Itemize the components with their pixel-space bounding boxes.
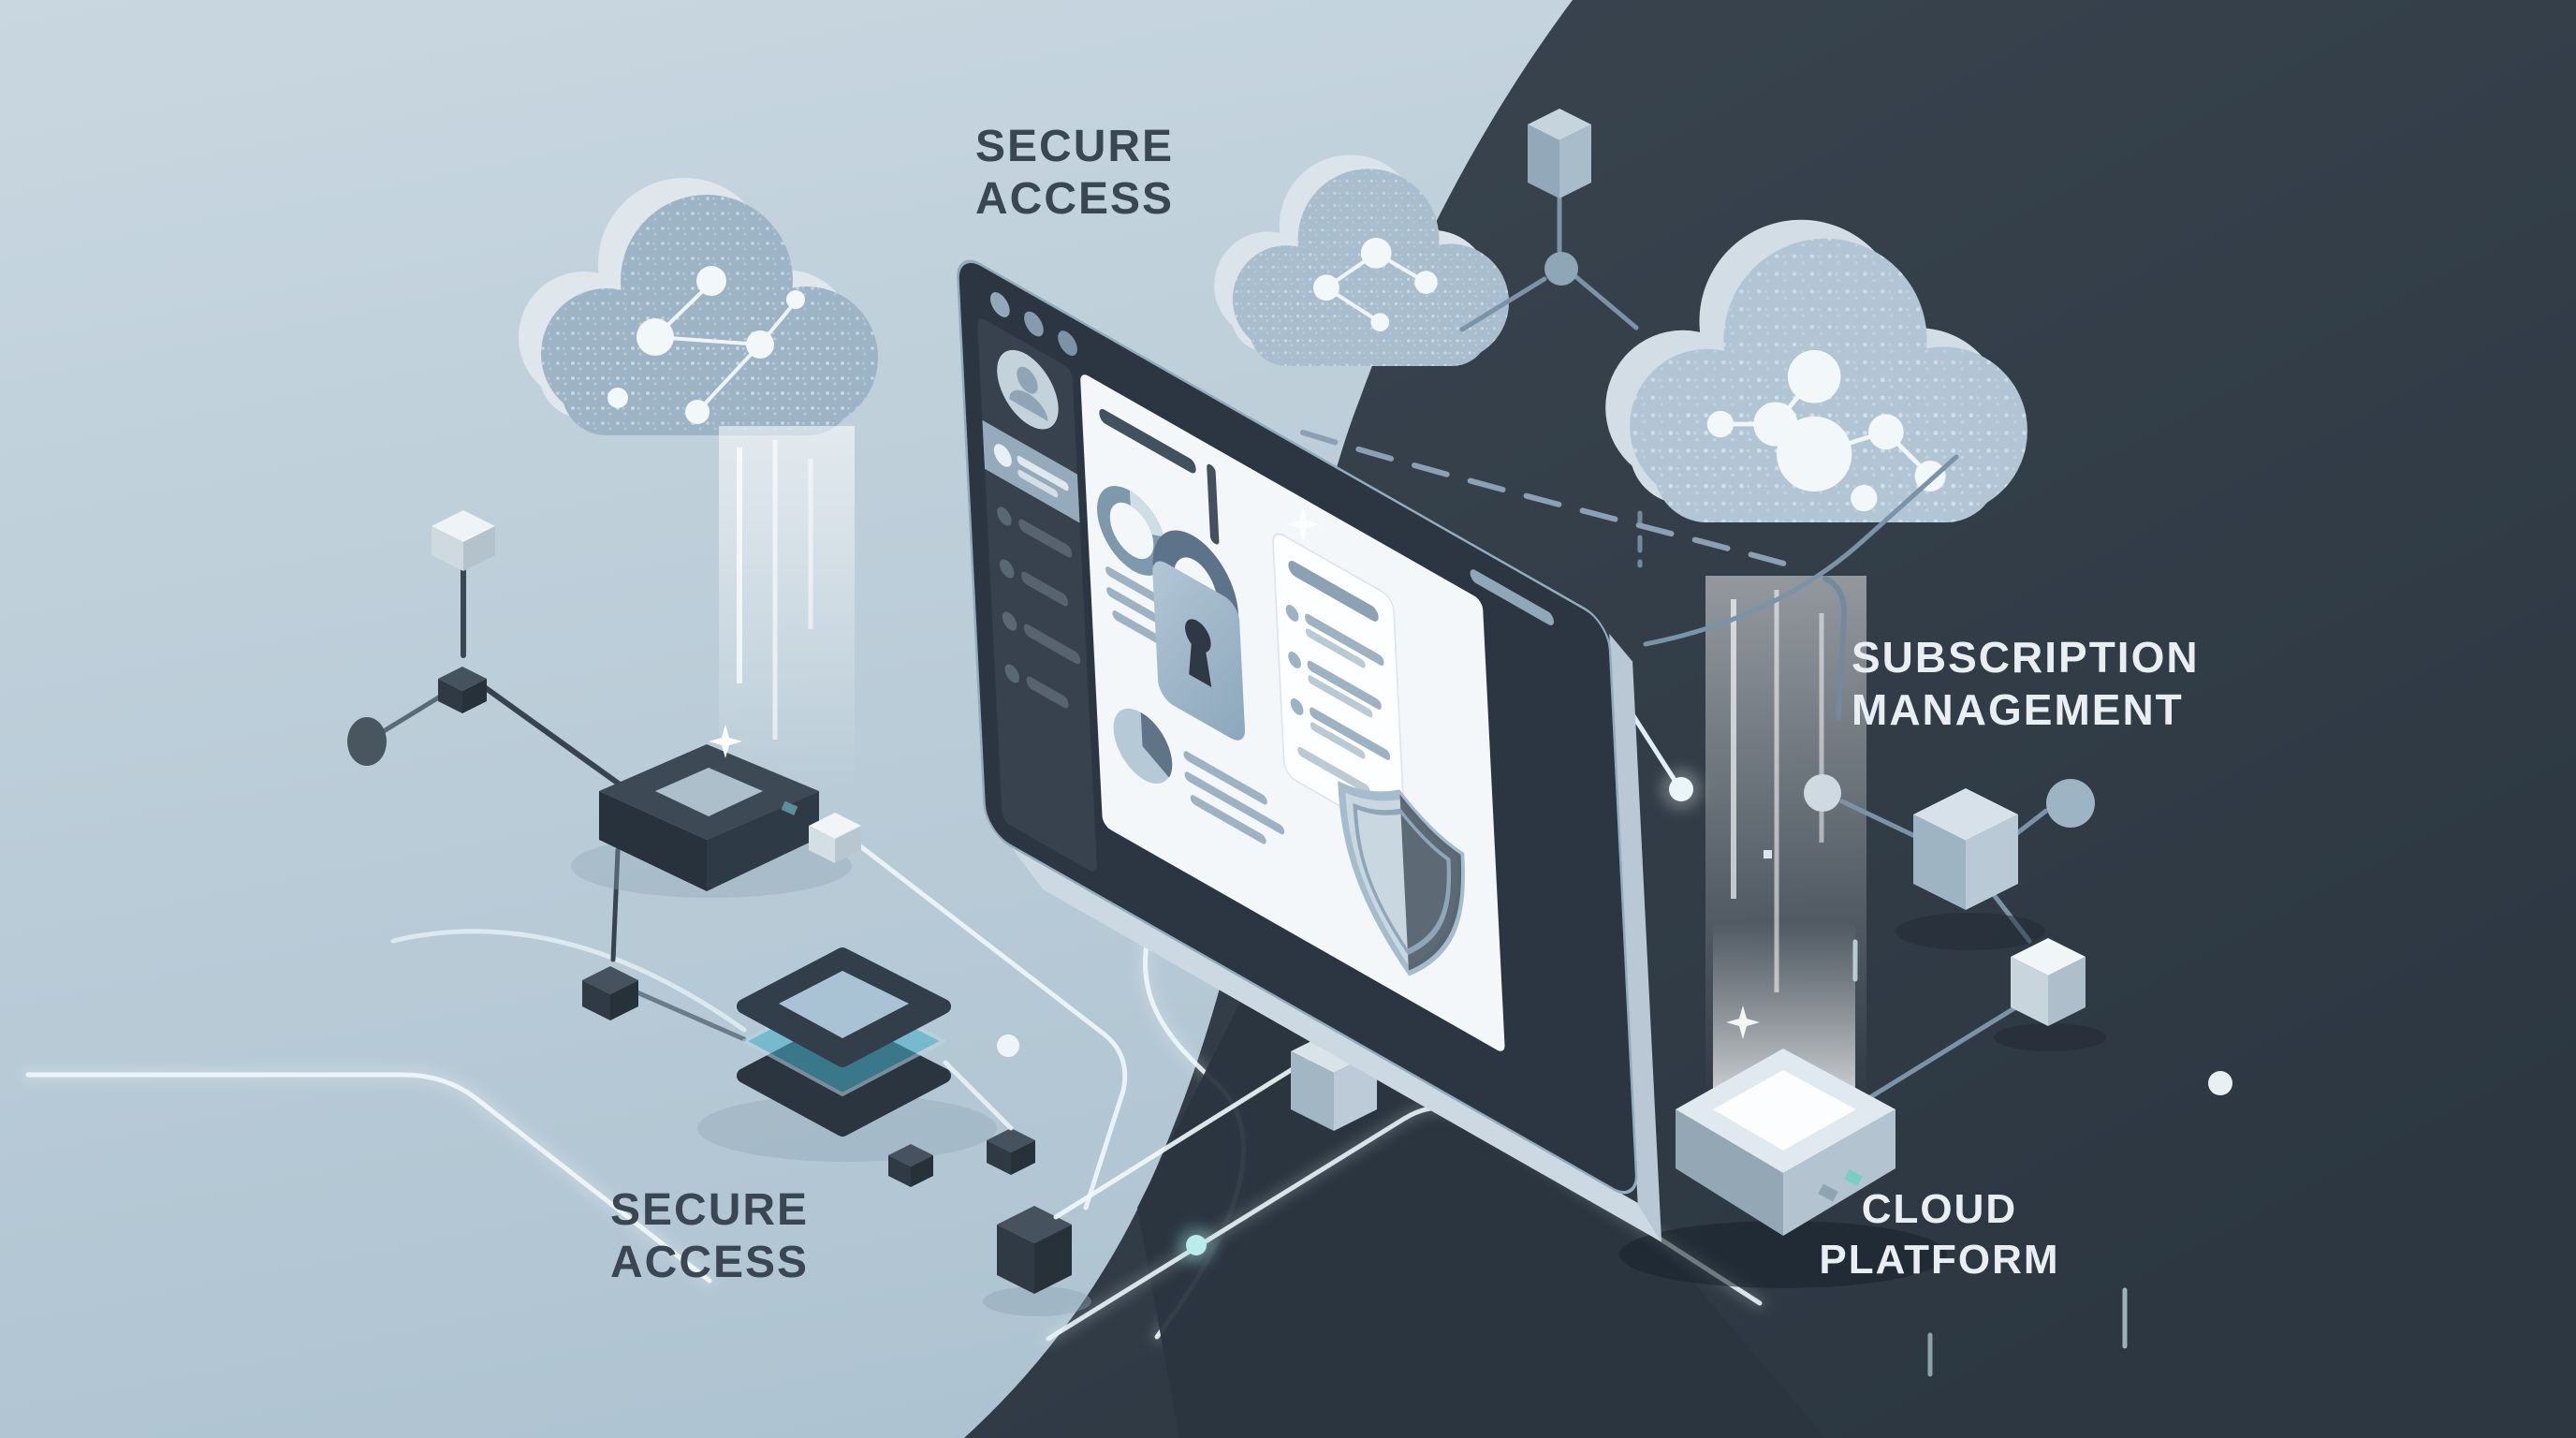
content-panel	[1080, 374, 1505, 1051]
monitor-side-edge	[1609, 633, 1662, 1242]
dashed-link-line	[1300, 430, 1787, 566]
cube-icon-dark-k	[888, 1144, 933, 1187]
browser-window	[957, 259, 1662, 1242]
label-line: SECURE	[975, 122, 1174, 171]
cloud-icon-left	[519, 178, 878, 435]
cube-icon-dark-e	[987, 1128, 1035, 1175]
circuit-lines-light-zone	[22, 833, 1250, 1343]
server-icon	[571, 744, 852, 898]
label-line: SECURE	[610, 1185, 809, 1235]
sparkle-icon	[709, 507, 1760, 1039]
layer-stack-icon	[697, 947, 997, 1162]
network-node-icon	[997, 1034, 1019, 1057]
cube-icon-dark-e2	[983, 1206, 1091, 1316]
shield-icon	[1338, 781, 1465, 976]
cube-icon-white-d	[809, 813, 861, 863]
network-node-icon	[2046, 779, 2095, 828]
label-line: SUBSCRIPTION	[1852, 633, 2200, 682]
cube-icon-light-g	[1895, 788, 2045, 950]
label-secure-access-bottom: SECURE ACCESS	[610, 1185, 809, 1287]
cube-icon-dark-c	[582, 966, 638, 1020]
label-line: ACCESS	[610, 1238, 809, 1287]
label-line: MANAGEMENT	[1852, 685, 2184, 734]
label-line: ACCESS	[975, 174, 1174, 224]
sidebar-active-item	[982, 419, 1080, 523]
label-line: CLOUD	[1862, 1186, 2017, 1232]
glow-node	[1669, 777, 1693, 801]
cloud-icon-right	[1605, 219, 2027, 523]
sidebar-panel	[977, 318, 1097, 872]
pie-chart-icon	[1113, 708, 1173, 785]
monitor-bottom-edge	[1009, 844, 1662, 1242]
cloud-icon-top	[1214, 154, 1510, 366]
light-beam-left	[719, 426, 855, 791]
network-node-icon	[1804, 774, 1841, 812]
label-cloud-platform: CLOUD PLATFORM	[1819, 1186, 2059, 1283]
list-card	[1272, 533, 1406, 840]
window-controls-icon	[989, 292, 1077, 357]
cube-icon-dark-b	[438, 667, 487, 713]
network-node-icon	[347, 717, 387, 766]
content-divider	[1207, 463, 1220, 545]
teal-glow-dot	[1186, 1235, 1207, 1255]
label-secure-access-top: SECURE ACCESS	[975, 122, 1174, 224]
cube-icon-white-a	[432, 510, 495, 571]
platform-icon	[1619, 1049, 1947, 1288]
content-heading-bar	[1099, 408, 1196, 474]
lock-icon	[1152, 530, 1246, 741]
sidebar-menu-items	[997, 506, 1081, 709]
label-subscription-management: SUBSCRIPTION MANAGEMENT	[1852, 633, 2200, 734]
cube-icon-white-h	[1994, 938, 2106, 1051]
text-lines	[1183, 751, 1285, 844]
linked-cube-top-right	[1459, 109, 1639, 332]
network-node-icon	[1544, 252, 1578, 286]
label-line: PLATFORM	[1819, 1237, 2059, 1283]
pixel-sparkle	[1764, 850, 1772, 858]
bezel-handle-dash	[1470, 569, 1555, 625]
network-node-icon	[2208, 1071, 2232, 1095]
